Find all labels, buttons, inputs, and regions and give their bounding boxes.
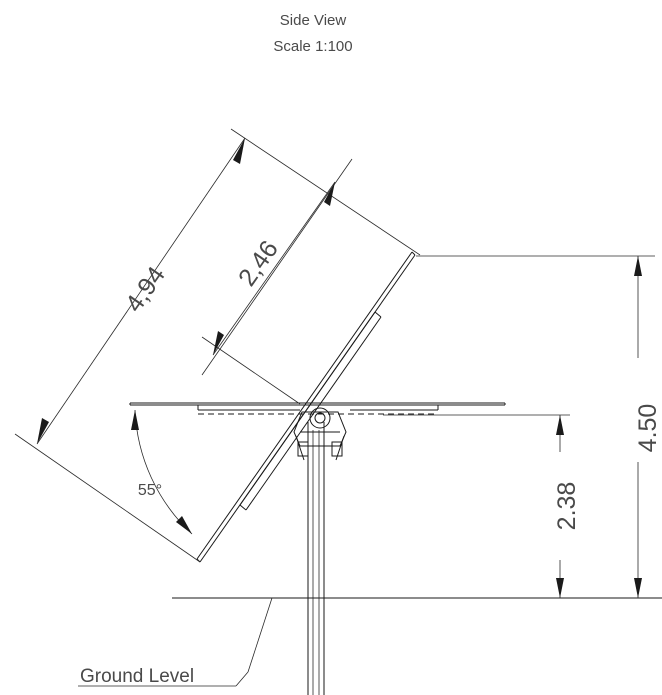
dim-axis-height-label: 2.38 [553, 482, 581, 531]
tracker-head [293, 407, 347, 461]
dim-tilt-angle-label: 55° [138, 482, 162, 499]
dim-panel-length-label: 4,94 [120, 261, 171, 317]
support-post [307, 422, 325, 695]
drawing-scale: Scale 1:100 [273, 38, 352, 55]
dim-panel-length [14, 128, 421, 563]
horizontal-panel [129, 402, 506, 415]
dim-tilt-angle [131, 409, 193, 535]
dim-axis-height [383, 414, 570, 598]
drawing-title: Side View [280, 12, 347, 29]
dim-total-height-label: 4.50 [634, 404, 662, 453]
dim-pivot-to-top-label: 2,46 [233, 235, 284, 291]
tilted-panel [196, 251, 416, 563]
dim-total-height [416, 255, 655, 598]
ground-level-leader [78, 597, 273, 687]
ground-level-label: Ground Level [80, 666, 194, 687]
dim-pivot-to-top [201, 158, 353, 405]
